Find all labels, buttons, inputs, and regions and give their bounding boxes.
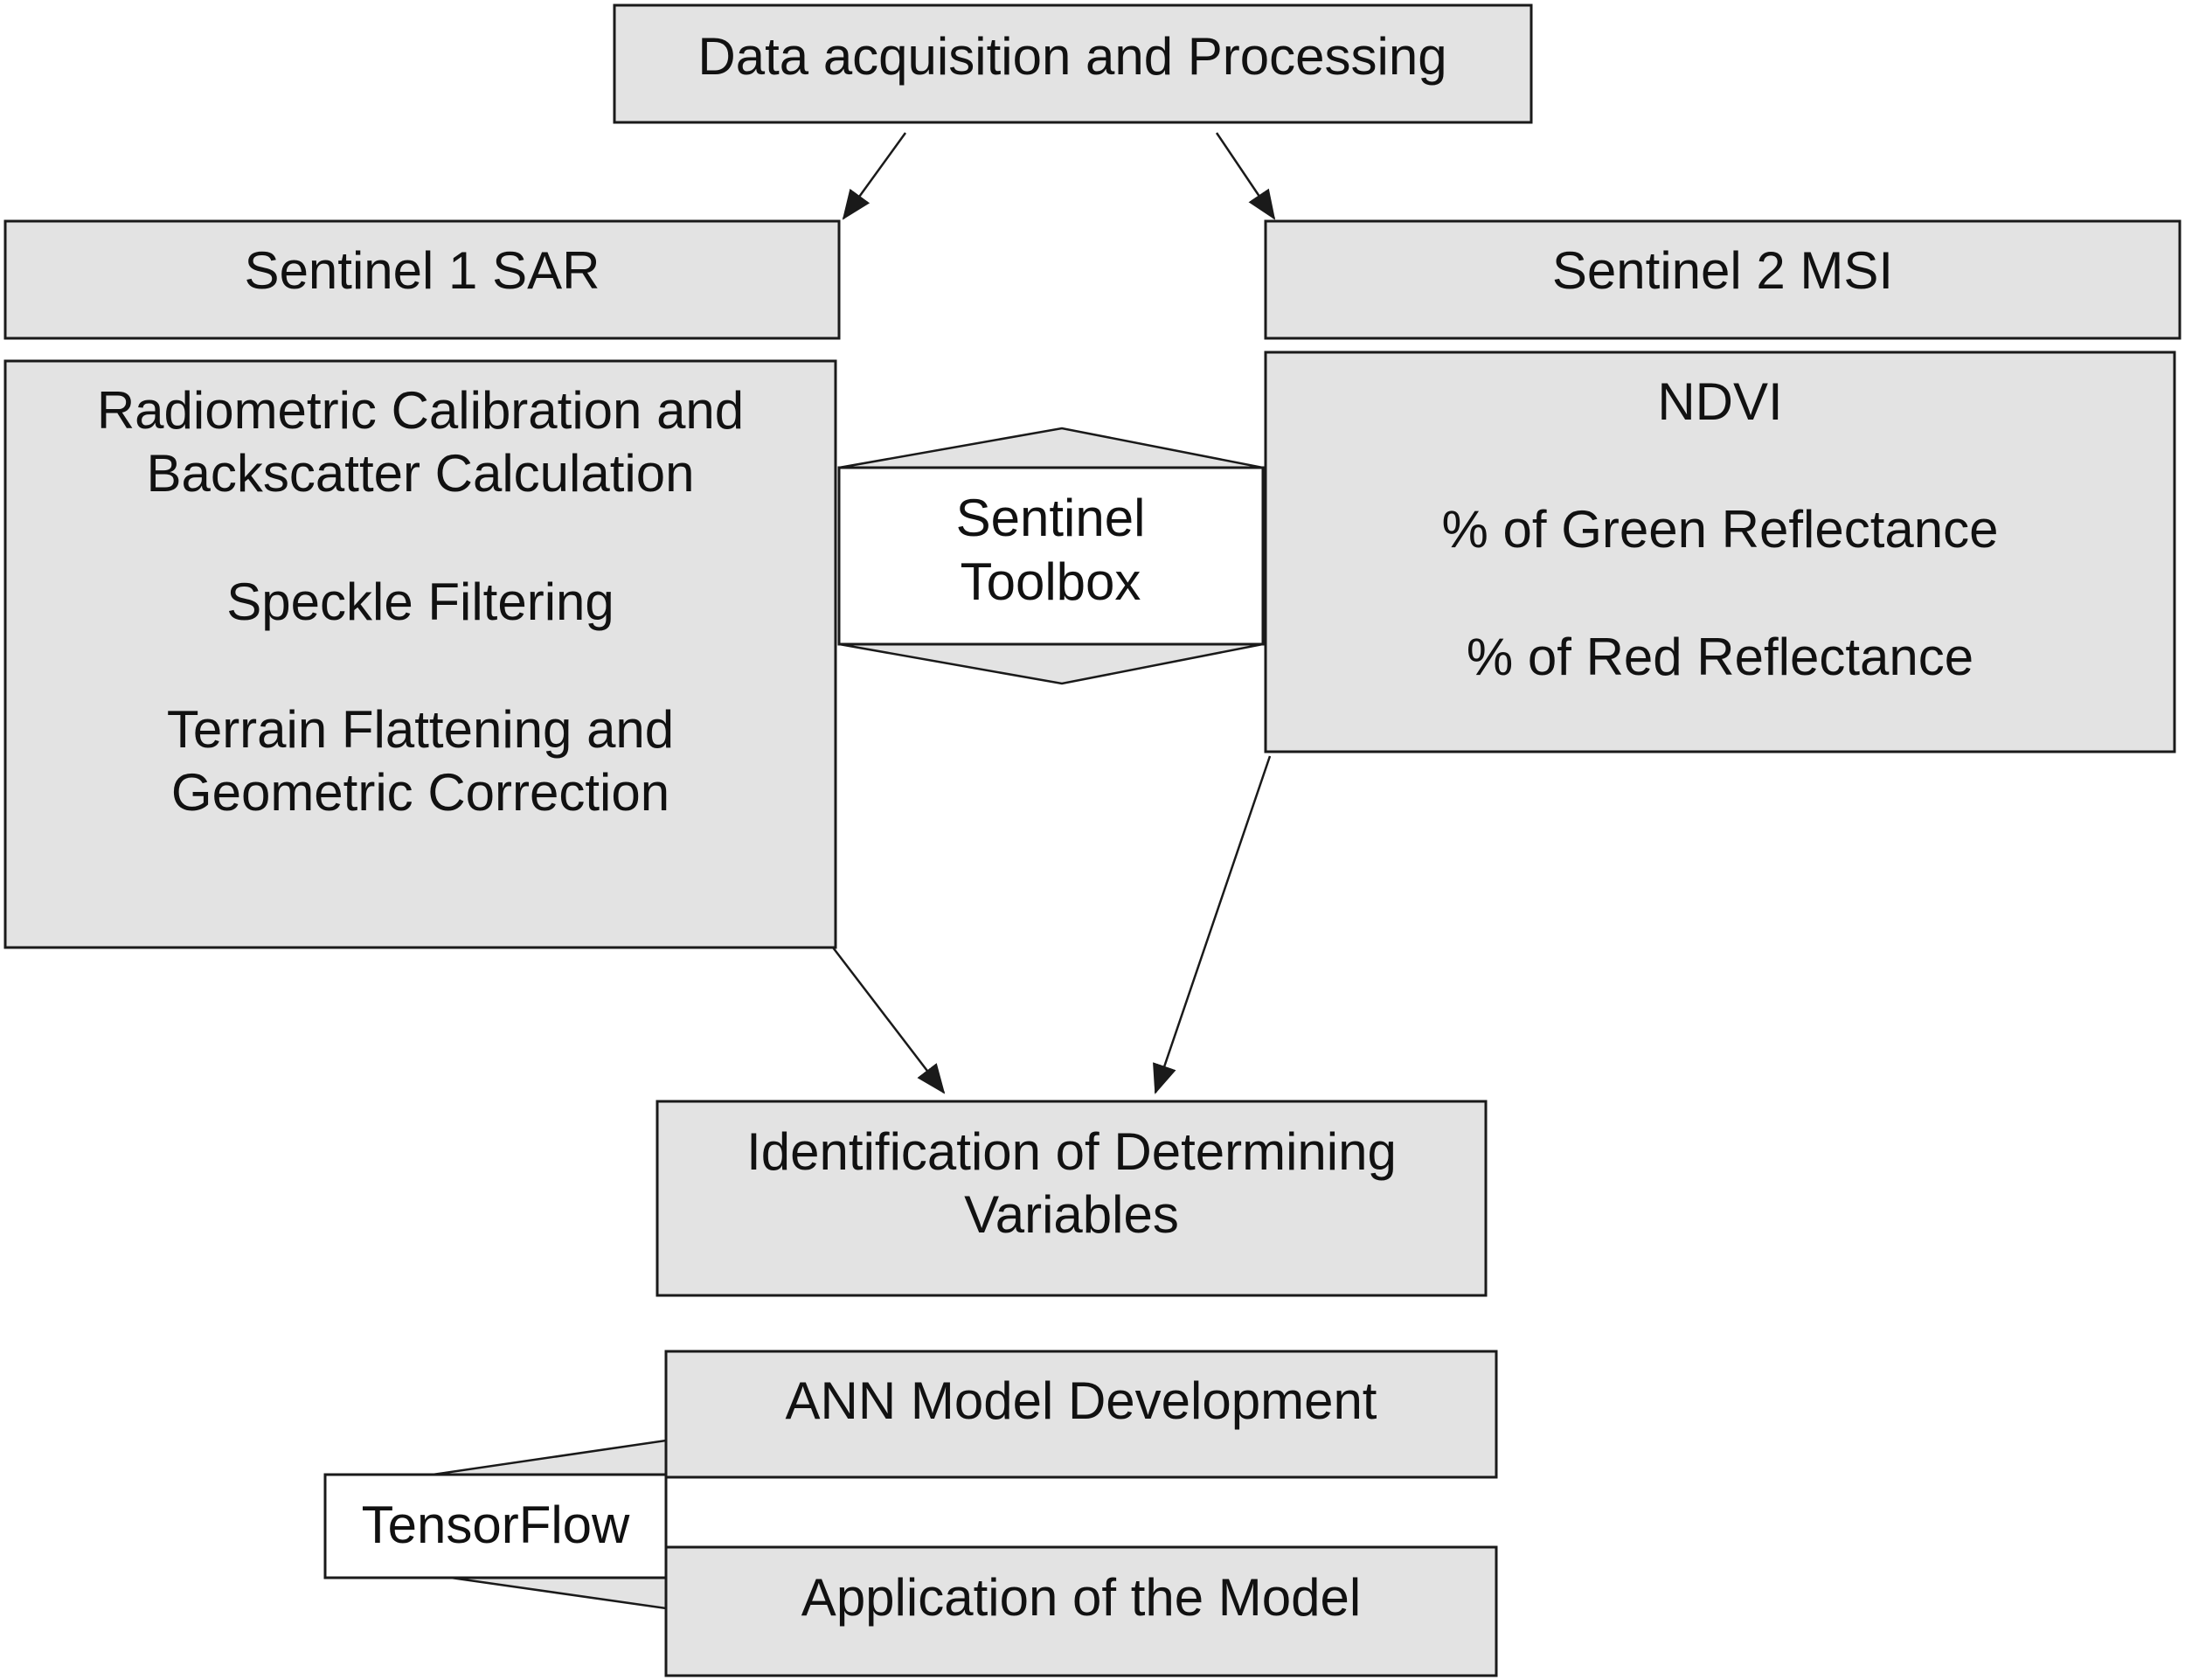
terrain-label-line1: Terrain Flattening and [167, 700, 674, 759]
tensorflow-box [323, 1473, 668, 1579]
identification-box [656, 1100, 1488, 1297]
identification-label-line2: Variables [964, 1185, 1179, 1244]
radiometric-label-line1: Radiometric Calibration and [97, 381, 744, 440]
sentinel1-label: Sentinel 1 SAR [245, 241, 600, 300]
toolbox-label-line2: Toolbox [961, 552, 1141, 611]
arrow-sentinel1-to-identification [832, 947, 946, 1094]
sentinel1-processing-box [3, 359, 837, 949]
ann-model-box [664, 1350, 1498, 1479]
data-acquisition-label: Data acquisition and Processing [697, 27, 1446, 86]
ndvi-label: NDVI [1657, 372, 1782, 431]
tensorflow-label: TensorFlow [362, 1496, 630, 1554]
green-reflectance-label: % of Green Reflectance [1441, 500, 1998, 559]
sentinel2-label: Sentinel 2 MSI [1552, 241, 1893, 300]
radiometric-label-line2: Backscatter Calculation [147, 444, 695, 503]
ann-model-label: ANN Model Development [786, 1371, 1377, 1430]
sentinel-toolbox-box [837, 466, 1265, 646]
arrow-acquisition-to-sentinel2 [1215, 132, 1276, 220]
data-acquisition-box [613, 3, 1533, 124]
identification-label-line1: Identification of Determining [746, 1122, 1397, 1181]
toolbox-label-line1: Sentinel [956, 489, 1146, 547]
sentinel2-box [1264, 219, 2182, 340]
arrow-acquisition-to-sentinel1 [842, 132, 907, 220]
sentinel1-box [3, 219, 841, 340]
arrow-sentinel2-to-identification [1153, 755, 1272, 1094]
terrain-label-line2: Geometric Correction [171, 763, 669, 822]
application-box [664, 1545, 1498, 1677]
red-reflectance-label: % of Red Reflectance [1467, 628, 1973, 686]
application-label: Application of the Model [801, 1568, 1361, 1627]
speckle-filtering-label: Speckle Filtering [226, 573, 614, 631]
sentinel2-processing-box [1264, 351, 2176, 753]
